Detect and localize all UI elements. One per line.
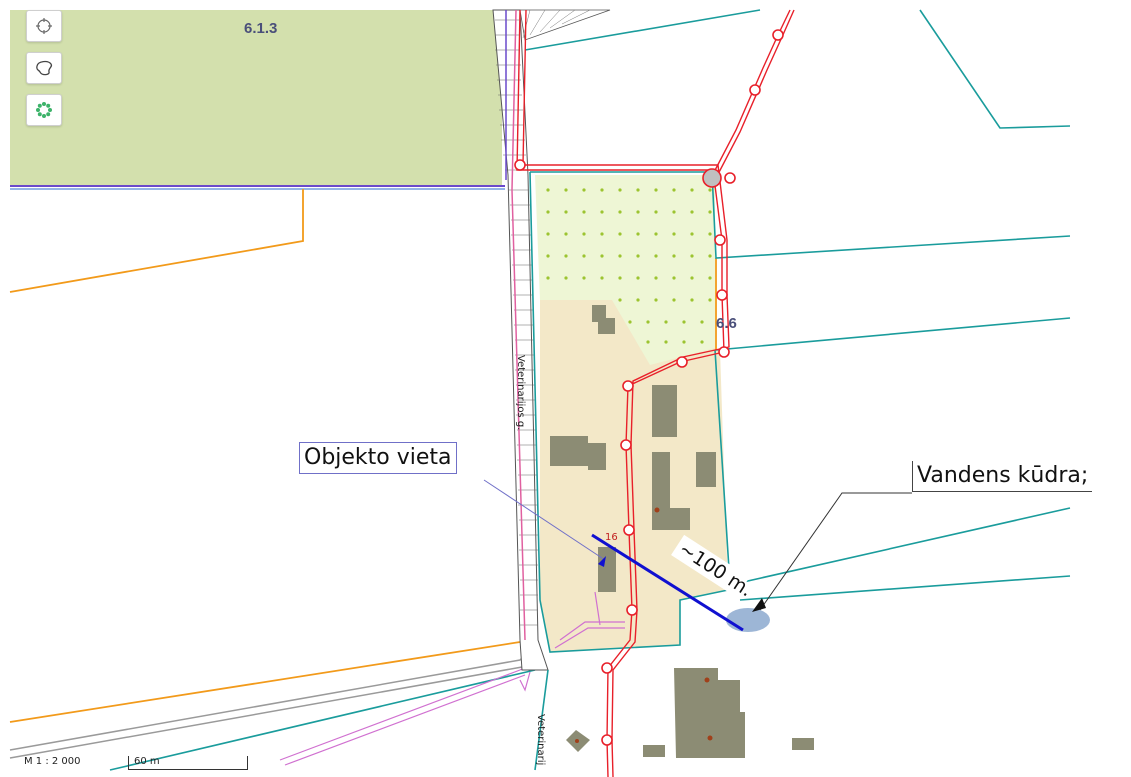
orange-line-lower [9, 641, 521, 723]
object-location-label: Objekto vieta [299, 442, 457, 474]
pipeline-nodes [514, 29, 784, 746]
street-label-lower: Veterinarij [535, 714, 546, 765]
plot-number: 16 [605, 532, 618, 543]
green-wheel-icon [36, 102, 52, 118]
water-pond-label: Vandens kūdra; [912, 461, 1093, 492]
distance-line [591, 533, 744, 632]
scale-bar: 60 m [128, 756, 248, 770]
orchard-area [535, 175, 715, 365]
scale-ratio: M 1 : 2 000 [24, 756, 81, 767]
layers-button[interactable] [26, 94, 62, 126]
zone-66-label: 6.6 [716, 315, 737, 332]
zone-613-label: 6.1.3 [244, 20, 277, 37]
orange-line-upper [9, 189, 304, 293]
locate-button[interactable] [26, 10, 62, 42]
draw-polygon-button[interactable] [26, 52, 62, 84]
polygon-lasso-icon [36, 60, 53, 76]
yard-area [540, 300, 728, 652]
street-label-upper: Veterinarijos g. [515, 355, 526, 430]
zone-613-area [10, 10, 502, 186]
buildings [550, 305, 814, 758]
crosshair-icon [36, 18, 52, 34]
boundary-lower-left [109, 669, 536, 771]
pond [726, 608, 770, 632]
scale-bar-label: 60 m [134, 756, 160, 767]
